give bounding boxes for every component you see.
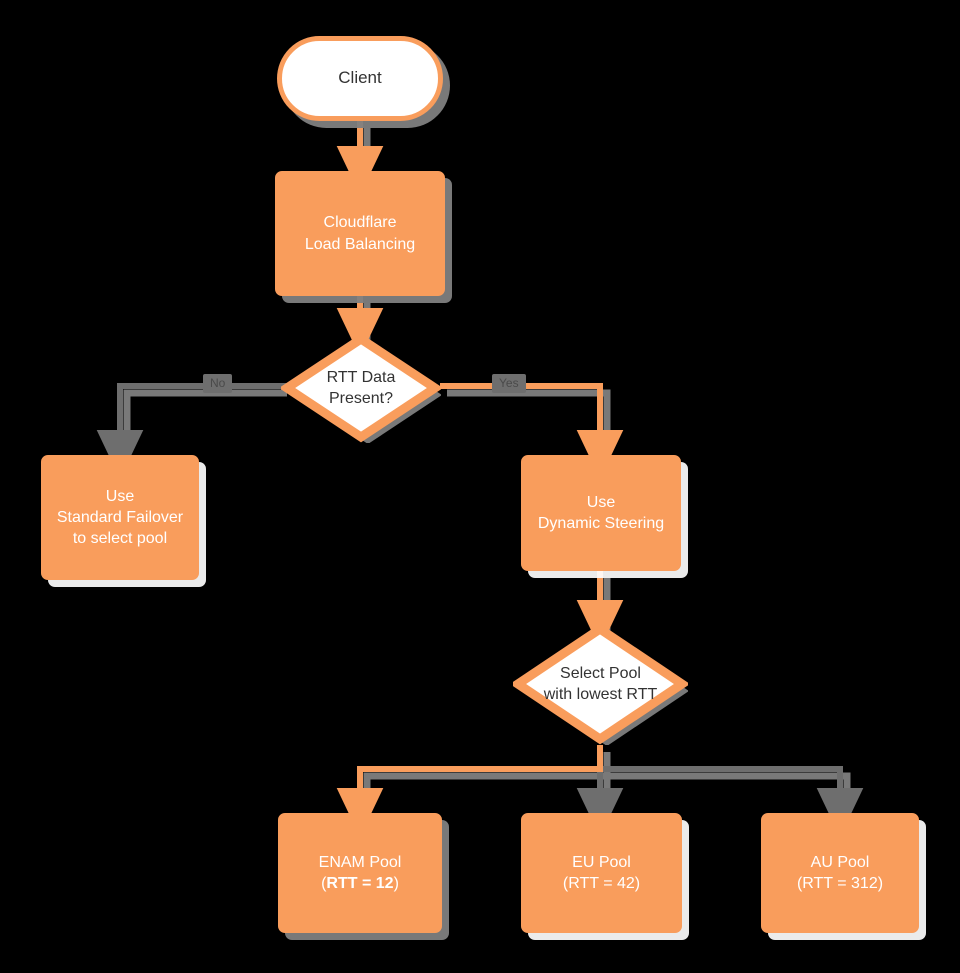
node-load-balancing-line1: Cloudflare (323, 214, 397, 232)
edge-label-no: No (203, 374, 233, 394)
au-paren-close: ) (877, 875, 884, 892)
edge-select-to-enam (336, 745, 603, 838)
node-dynamic-steering[interactable]: Use Dynamic Steering (521, 455, 681, 571)
eu-rtt-value: RTT = 42 (568, 875, 635, 892)
node-load-balancing-label: Cloudflare Load Balancing (305, 212, 415, 254)
node-eu-pool-label: EU Pool (RTT = 42) (563, 852, 640, 894)
node-rtt-decision[interactable]: RTT Data Present? (281, 333, 441, 443)
node-load-balancing-line2: Load Balancing (304, 235, 416, 253)
edge-select-to-au (600, 766, 864, 838)
node-standard-failover-label: Use Standard Failover to select pool (57, 486, 183, 549)
node-au-pool[interactable]: AU Pool (RTT = 312) (761, 813, 919, 933)
select-pool-diamond-shape (513, 623, 688, 745)
node-enam-pool-name: ENAM Pool (318, 853, 402, 871)
node-standard-failover-line3: to select pool (72, 530, 168, 548)
rtt-decision-diamond-shape (281, 333, 441, 443)
au-rtt-value: RTT = 312 (802, 875, 878, 892)
node-load-balancing[interactable]: Cloudflare Load Balancing (275, 171, 445, 296)
enam-rtt-value: RTT = 12 (326, 875, 394, 892)
node-client[interactable]: Client (277, 36, 443, 121)
node-standard-failover[interactable]: Use Standard Failover to select pool (41, 455, 199, 580)
enam-paren-open: ( (321, 875, 327, 892)
node-enam-pool-label: ENAM Pool (RTT = 12) (319, 852, 402, 894)
node-dynamic-steering-line2: Dynamic Steering (537, 515, 665, 532)
node-dynamic-steering-label: Use Dynamic Steering (538, 492, 664, 534)
node-enam-pool[interactable]: ENAM Pool (RTT = 12) (278, 813, 442, 933)
node-au-pool-name: AU Pool (810, 853, 870, 871)
eu-paren-close: ) (634, 875, 641, 892)
eu-paren-open: ( (562, 875, 569, 892)
node-standard-failover-line2: Standard Failover (56, 508, 184, 526)
node-eu-pool-rtt: (RTT = 42) (563, 873, 640, 894)
node-dynamic-steering-line1: Use (586, 493, 616, 511)
node-client-label: Client (338, 68, 382, 88)
edge-label-yes: Yes (492, 374, 526, 394)
node-eu-pool-name: EU Pool (572, 853, 631, 871)
au-paren-open: ( (796, 875, 803, 892)
node-au-pool-rtt: (RTT = 312) (797, 873, 883, 894)
enam-paren-close: ) (393, 875, 399, 892)
node-standard-failover-line1: Use (105, 487, 135, 505)
node-select-pool[interactable]: Select Pool with lowest RTT (513, 623, 688, 745)
node-au-pool-label: AU Pool (RTT = 312) (797, 852, 883, 894)
node-eu-pool[interactable]: EU Pool (RTT = 42) (521, 813, 682, 933)
node-enam-pool-rtt: (RTT = 12) (319, 873, 402, 894)
